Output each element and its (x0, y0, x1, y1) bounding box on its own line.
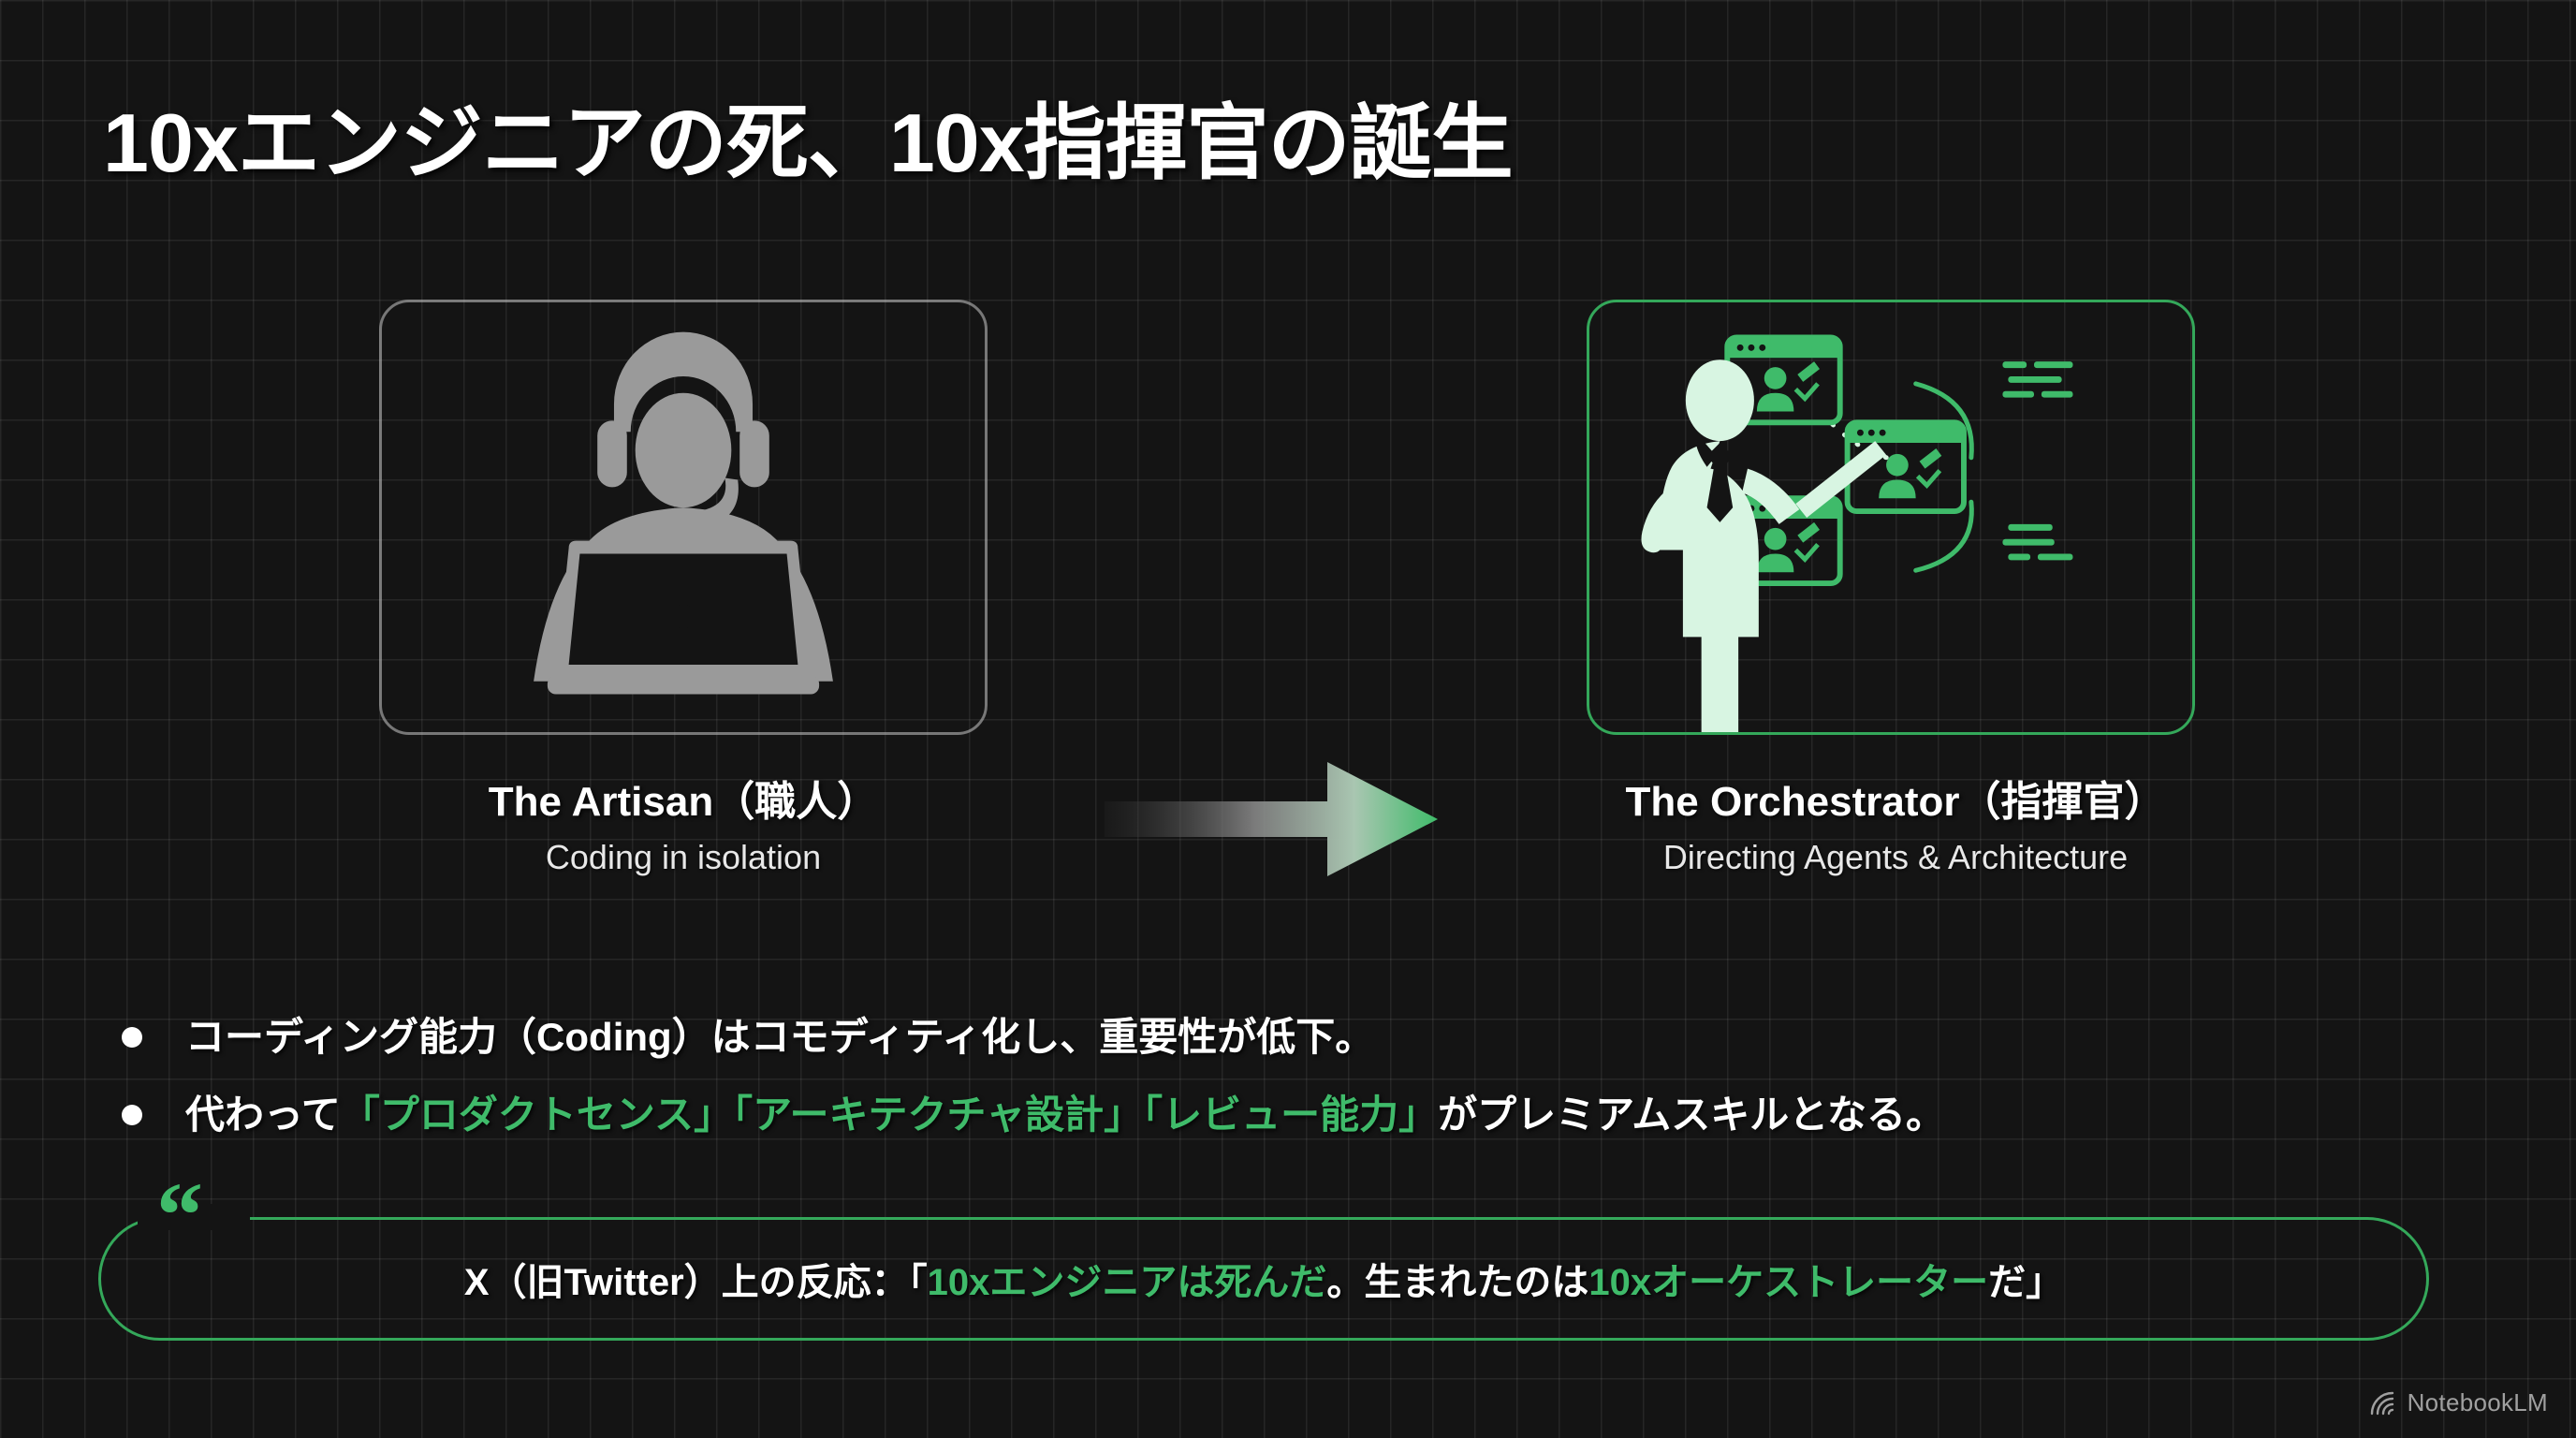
notebooklm-watermark: NotebookLM (2370, 1388, 2548, 1417)
bullet2-seg-2: 「アーキテクチャ設計」 (733, 1092, 1144, 1137)
quote-border-gap (138, 1204, 250, 1230)
bullet2-seg-4: がプレミアムスキルとなる。 (1438, 1092, 1945, 1137)
bullet-dot-icon (122, 1104, 142, 1125)
quote-seg-1: 10xエンジニアは死んだ (927, 1262, 1327, 1303)
quote-seg-0: X（旧Twitter）上の反応：「 (463, 1262, 928, 1303)
quote-seg-3: 10xオーケストレーター (1588, 1262, 1989, 1303)
artisan-title: The Artisan（職人） (488, 779, 879, 825)
quote-seg-2: 。生まれたのは (1326, 1262, 1589, 1303)
comparison-section: The Artisan（職人） Coding in isolation (0, 300, 2576, 880)
bullet-text-2: 代わって「プロダクトセンス」「アーキテクチャ設計」「レビュー能力」がプレミアムス… (185, 1089, 1945, 1142)
quotation-mark-icon: “ (156, 1163, 203, 1267)
artisan-card (379, 300, 988, 735)
notebooklm-spiral-icon (2370, 1391, 2393, 1415)
quote-seg-4: だ」 (1988, 1262, 2064, 1303)
orchestrator-directing-agent-windows-icon (1641, 334, 2073, 732)
bullet-list: コーディング能力（Coding）はコモディティ化し、重要性が低下。 代わって「プ… (122, 1011, 2462, 1166)
bullet2-seg-1: 「プロダクトセンス」 (340, 1092, 734, 1137)
orchestrator-title: The Orchestrator（指揮官） (1625, 779, 2166, 825)
bullet2-seg-3: 「レビュー能力」 (1143, 1092, 1439, 1137)
person-with-headset-at-laptop-icon (534, 331, 833, 695)
artisan-subtitle: Coding in isolation (545, 838, 822, 876)
quote-border (98, 1217, 2429, 1341)
bullet-dot-icon (122, 1027, 142, 1048)
bullet-text-1: コーディング能力（Coding）はコモディティ化し、重要性が低下。 (185, 1015, 1375, 1059)
right-arrow-gradient-icon (1105, 762, 1438, 876)
list-item: 代わって「プロダクトセンス」「アーキテクチャ設計」「レビュー能力」がプレミアムス… (122, 1089, 2462, 1142)
list-item: コーディング能力（Coding）はコモディティ化し、重要性が低下。 (122, 1011, 2462, 1064)
page-title: 10xエンジニアの死、10x指揮官の誕生 (103, 96, 1514, 189)
orchestrator-subtitle: Directing Agents & Architecture (1662, 838, 2129, 876)
notebooklm-label: NotebookLM (2407, 1388, 2548, 1416)
orchestrator-card (1587, 300, 2195, 735)
bullet2-seg-0: 代わって (185, 1092, 341, 1137)
